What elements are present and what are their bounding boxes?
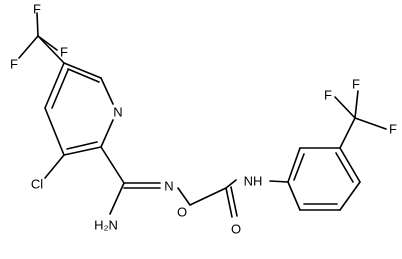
bond-ph-4-double bbox=[335, 152, 354, 183]
atom-o-link: O bbox=[177, 205, 187, 220]
bond-ph-6 bbox=[287, 147, 301, 183]
bond-cf3-f-r2 bbox=[354, 90, 359, 119]
atom-o-carbonyl: O bbox=[231, 222, 241, 237]
bond-c3-cl bbox=[44, 154, 65, 179]
atom-f-mid: F bbox=[60, 45, 68, 60]
atom-n-oxime: N bbox=[164, 179, 173, 194]
atom-f-r3: F bbox=[389, 122, 397, 137]
bond-ring-c2-c3 bbox=[63, 146, 102, 156]
bond-ccarb-o-double bbox=[230, 186, 238, 217]
bond-cf3-f-left bbox=[18, 35, 39, 59]
bond-o-ccarb bbox=[189, 187, 227, 206]
bond-ph-6-double bbox=[293, 153, 305, 181]
atom-f-top: F bbox=[33, 2, 41, 17]
bond-ph-3 bbox=[339, 181, 361, 211]
bond-ring-c6-n bbox=[100, 77, 114, 105]
atom-nh: NH bbox=[244, 174, 263, 189]
bond-ph-cf3 bbox=[339, 117, 356, 149]
bond-ring-c2-c3-double bbox=[66, 141, 98, 150]
atom-f-r2: F bbox=[352, 77, 360, 92]
bond-ring-c5-c6 bbox=[63, 62, 102, 79]
bond-ph-4 bbox=[339, 147, 361, 183]
bond-lines bbox=[18, 12, 387, 218]
bond-ccarb-o bbox=[225, 187, 233, 218]
bond-ring-n-c2 bbox=[100, 119, 114, 148]
bond-c2-camid bbox=[100, 146, 125, 184]
bond-ccarb-nh bbox=[225, 179, 237, 189]
bond-ph-1 bbox=[287, 181, 301, 211]
atom-labels: F F F N Cl H₂N N O O NH F F F bbox=[10, 2, 397, 237]
bond-cf3-ring bbox=[37, 35, 65, 64]
bond-ring-c6-c6-double bbox=[67, 68, 100, 83]
bond-cf3-f-top bbox=[36, 12, 39, 37]
bond-n-o bbox=[177, 187, 191, 206]
bond-ring-c3-c4 bbox=[44, 107, 65, 156]
atom-nh2: H₂N bbox=[94, 218, 118, 233]
bond-nh-phenyl bbox=[269, 180, 289, 183]
atom-f-r1: F bbox=[324, 88, 332, 103]
atom-f-left: F bbox=[10, 57, 18, 72]
atom-n-ring: N bbox=[113, 105, 122, 120]
bond-cf3-f-r3 bbox=[354, 117, 387, 130]
bond-camid-nh2 bbox=[109, 182, 125, 215]
bond-ring-c4-c5 bbox=[44, 62, 65, 109]
bond-cf3-f-r1 bbox=[334, 96, 356, 119]
atom-cl: Cl bbox=[31, 177, 43, 192]
bond-ring-c4-c5-double bbox=[51, 69, 69, 109]
